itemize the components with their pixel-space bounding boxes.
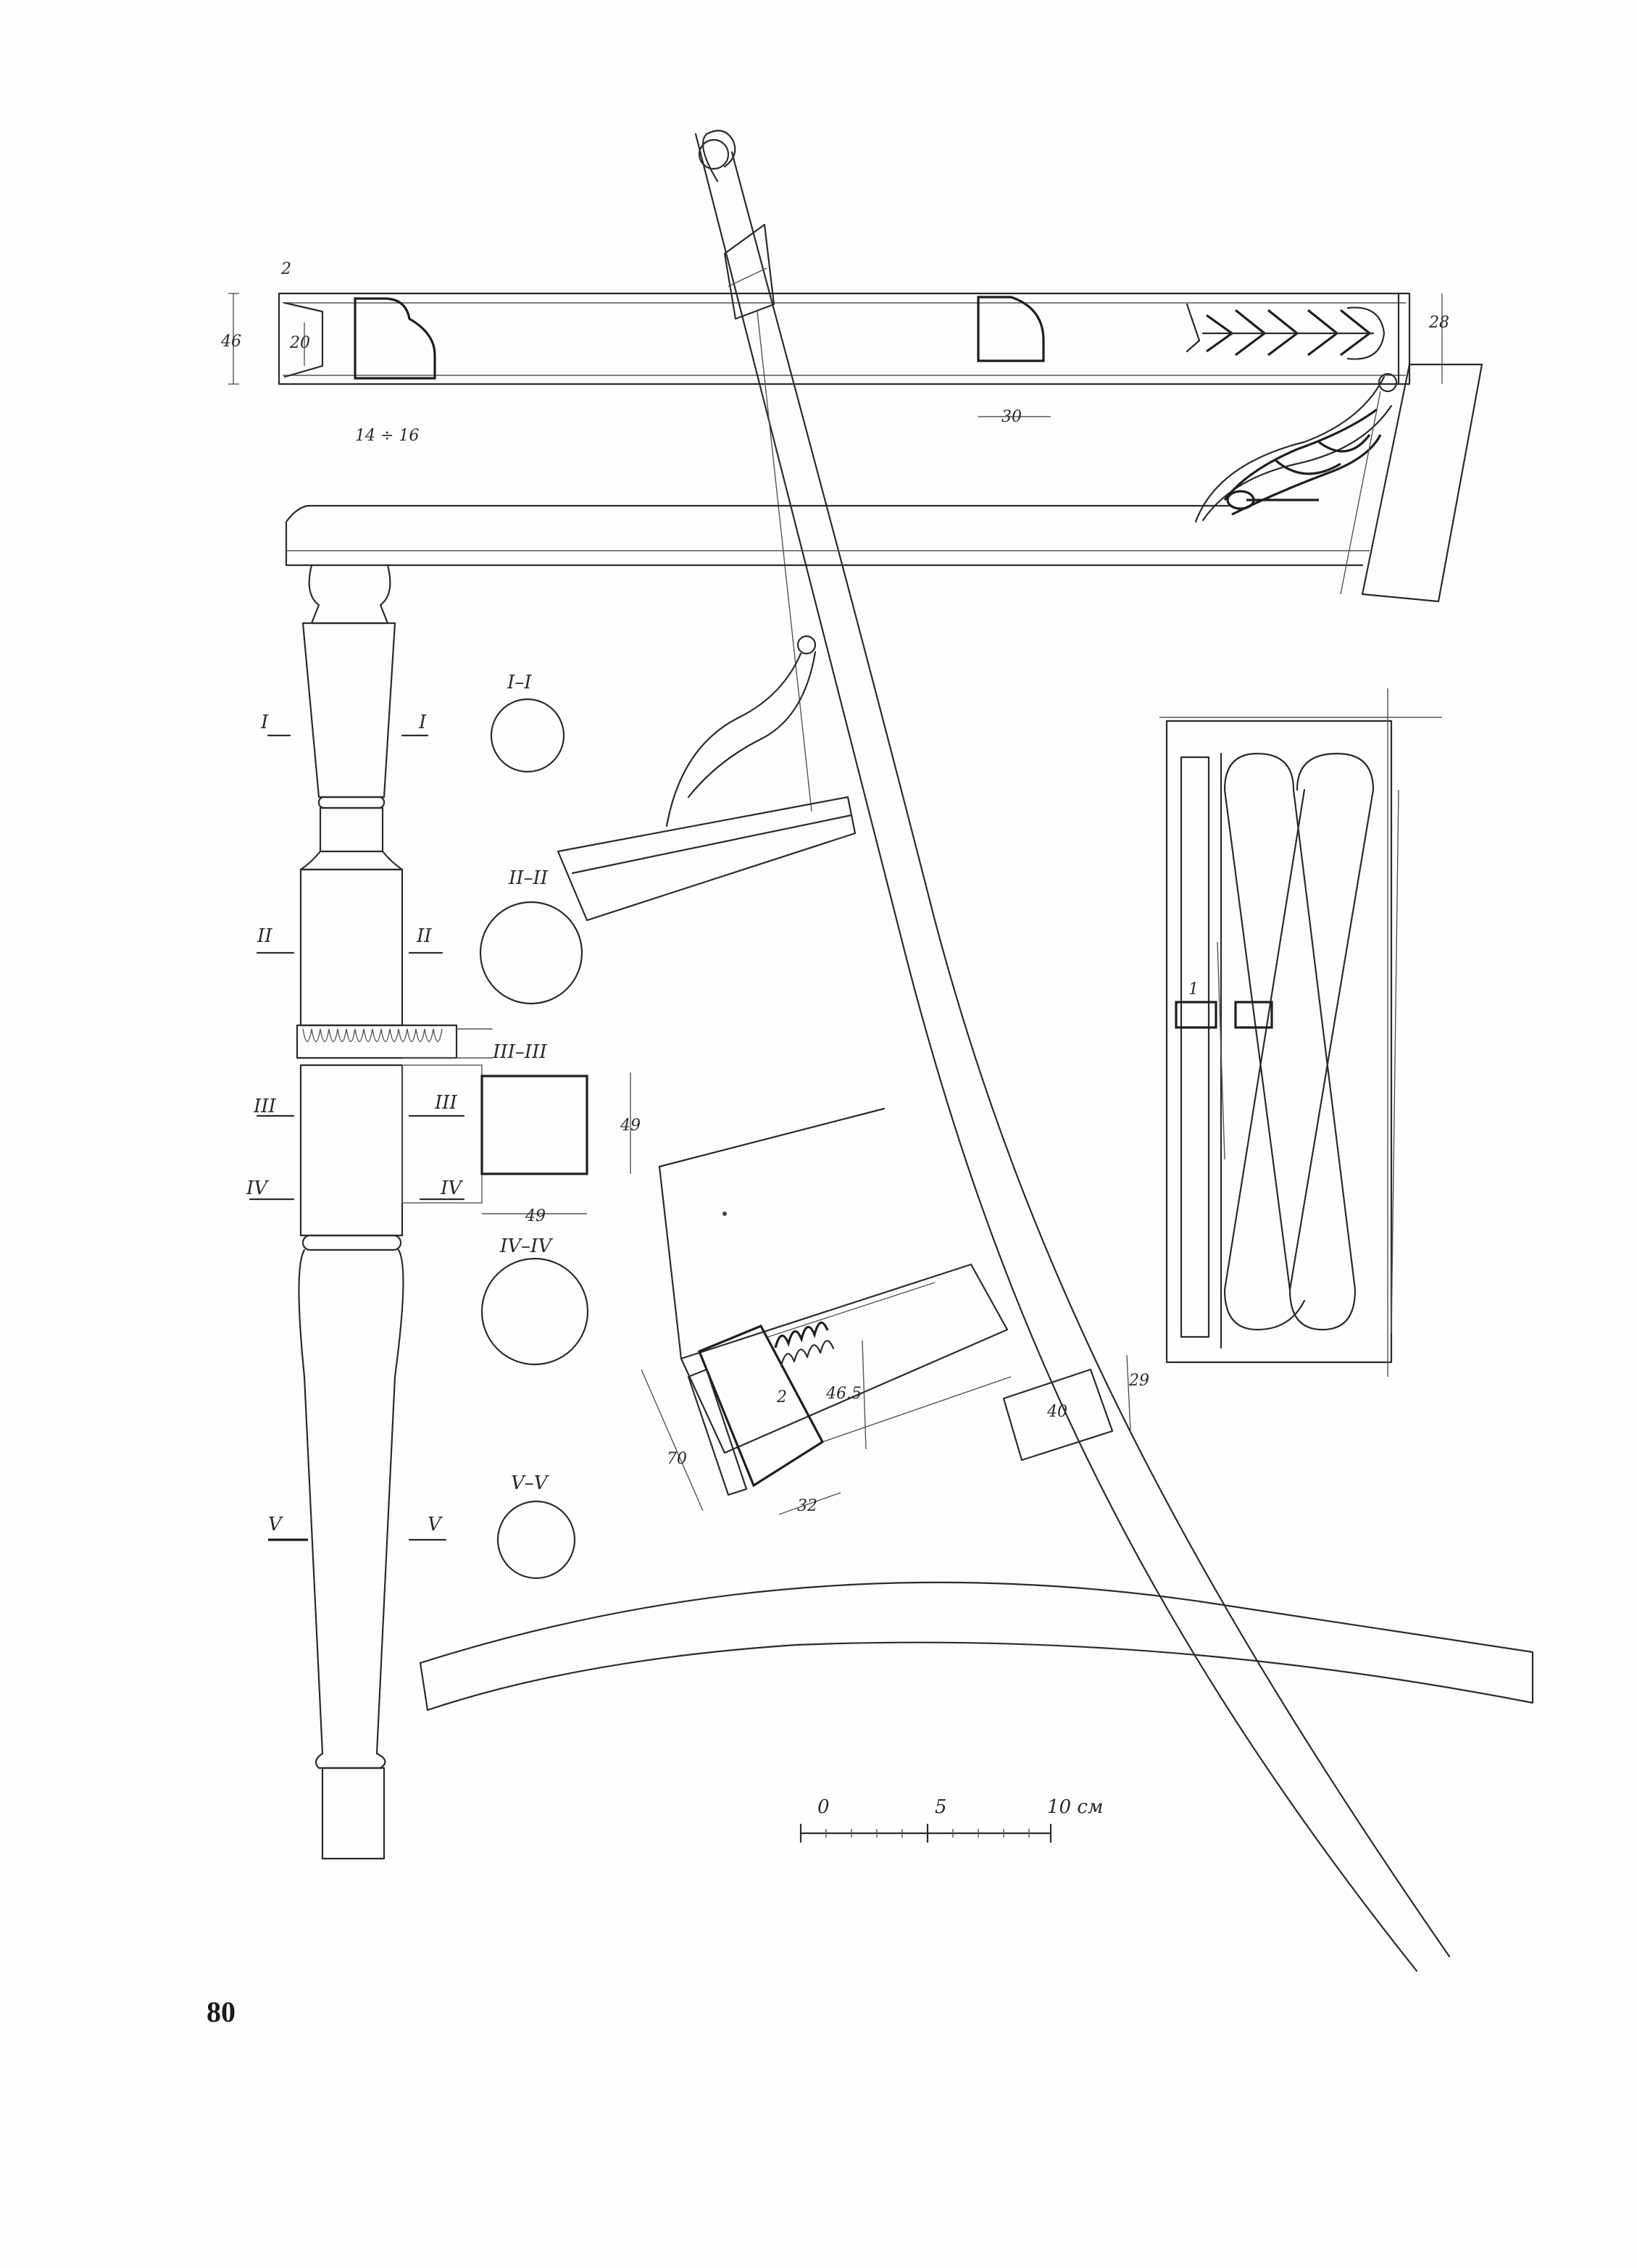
dim-29: 29: [1128, 1372, 1149, 1390]
cut-mark-labels: I I II II III III IV IV V V: [246, 712, 463, 1535]
section-title-IV: IV–IV: [499, 1235, 553, 1257]
dim-49-vertical: 49: [620, 1117, 641, 1135]
cut-label-IV-right: IV: [440, 1177, 463, 1199]
cut-label-I-left: I: [260, 712, 269, 733]
cut-label-I-right: I: [418, 712, 427, 733]
section-title-I: I–I: [507, 672, 532, 693]
dim-70: 70: [667, 1450, 687, 1468]
turned-leg: [296, 564, 493, 1860]
dim-46: 46: [220, 333, 241, 351]
dim-20: 20: [289, 334, 310, 352]
scale-label-0: 0: [817, 1796, 830, 1818]
cut-label-V-right: V: [428, 1514, 443, 1535]
scale-label-5: 5: [935, 1796, 947, 1818]
scale-label-10cm: 10 см: [1047, 1796, 1103, 1818]
cross-sections: [479, 698, 589, 1580]
scale-bar: [799, 1823, 1052, 1843]
top-rail-plan: [278, 292, 1411, 385]
tenon-teeth: [774, 1321, 835, 1367]
dim-28: 28: [1428, 314, 1449, 332]
seat-rail: [285, 363, 1483, 603]
dim-30: 30: [1001, 408, 1022, 426]
dimension-lines: [228, 293, 1443, 1515]
dim-2-joint: 2: [776, 1388, 787, 1406]
dim-2: 2: [280, 260, 291, 278]
chevron-carving: [1201, 307, 1386, 360]
section-cut-marks: [249, 734, 465, 1541]
section-title-II: II–II: [508, 867, 549, 889]
ring-band-pattern: [302, 1028, 443, 1043]
dim-1-small: 1: [1188, 980, 1199, 998]
cut-label-II-left: II: [257, 925, 272, 947]
section-title-V: V–V: [511, 1472, 549, 1494]
dim-49-horizontal: 49: [525, 1207, 546, 1225]
cut-label-II-right: II: [416, 925, 432, 947]
dim-14-16: 14 ÷ 16: [355, 427, 419, 445]
dimension-labels: 2 46 20 14 ÷ 16 30 28 49 49 70 2 46.5 32…: [220, 260, 1449, 1515]
dim-46-5: 46.5: [825, 1385, 862, 1403]
cut-label-IV-left: IV: [246, 1177, 269, 1199]
section-titles: I–I II–II III–III IV–IV V–V: [492, 672, 553, 1494]
dim-40: 40: [1046, 1403, 1067, 1421]
scale-bar-labels: 0 5 10 см: [817, 1796, 1103, 1818]
lower-curved-rail: [419, 1581, 1534, 1712]
cut-label-V-left: V: [268, 1514, 283, 1535]
arm-support-bracket: [557, 635, 857, 922]
cut-label-III-left: III: [253, 1096, 277, 1117]
cut-label-III-right: III: [434, 1092, 458, 1114]
curved-arm: [694, 130, 1451, 1972]
dim-32: 32: [797, 1497, 817, 1515]
section-title-III: III–III: [492, 1041, 547, 1063]
side-panel: [1159, 688, 1442, 1377]
joint-detail: [658, 1107, 1012, 1496]
page-number: 80: [207, 1996, 236, 2028]
